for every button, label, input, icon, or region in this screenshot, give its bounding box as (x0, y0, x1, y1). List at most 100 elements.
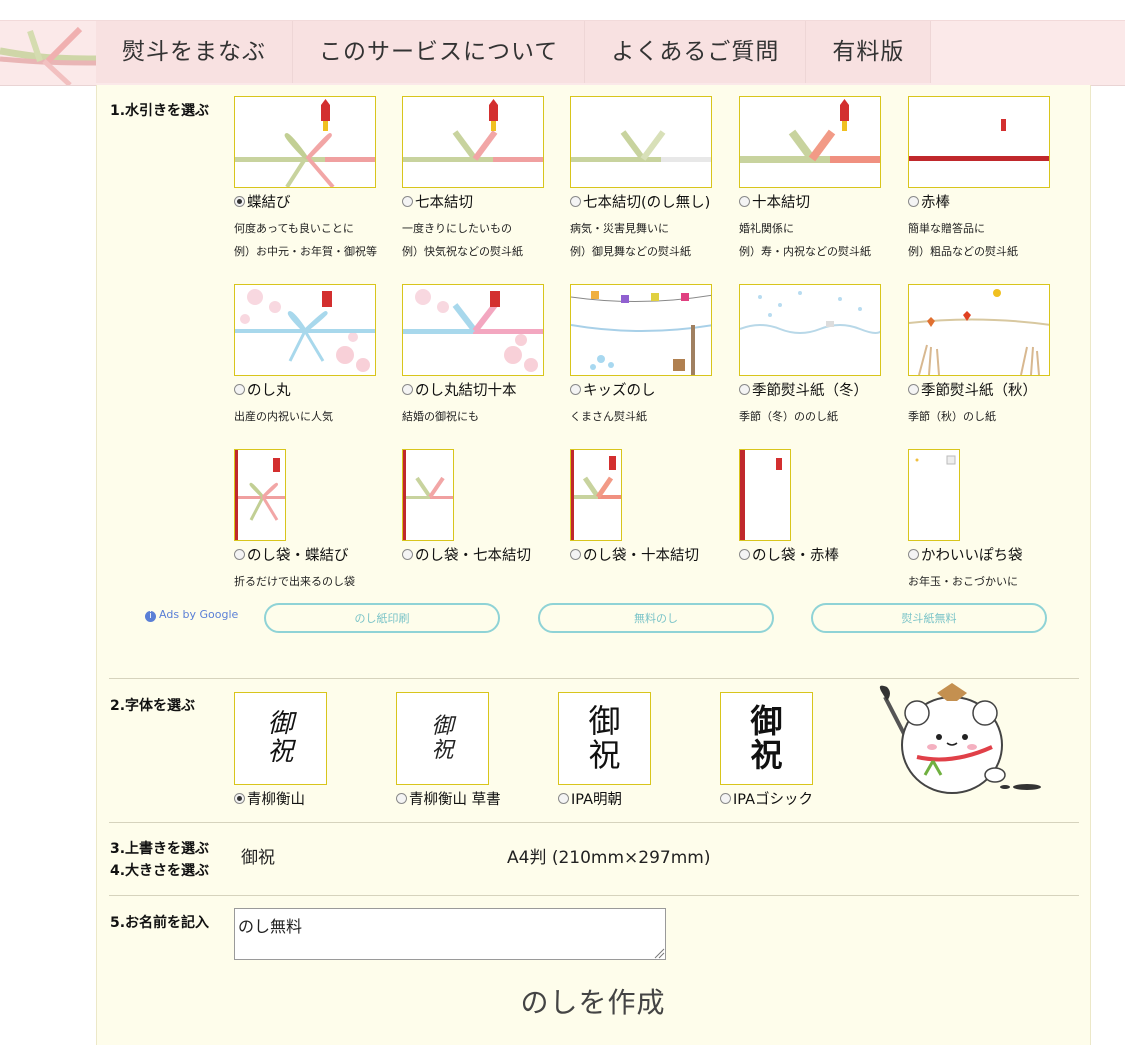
mizuhiki-radio-row[interactable]: 季節熨斗紙（冬） (739, 379, 868, 400)
mizuhiki-radio-row[interactable]: のし袋・蝶結び (234, 544, 349, 565)
mizuhiki-option-label: 七本結切(のし無し) (583, 195, 711, 211)
font-option-label: 青柳衡山 草書 (409, 792, 501, 808)
mizuhiki-thumbnail[interactable] (908, 284, 1050, 376)
font-option-label: IPA明朝 (571, 792, 623, 808)
mizuhiki-thumbnail[interactable] (739, 449, 791, 541)
radio-button[interactable] (908, 384, 919, 395)
font-thumbnail-aoyagi-sousho[interactable]: 御 祝 (396, 692, 489, 785)
mizuhiki-radio-row[interactable]: 季節熨斗紙（秋） (908, 379, 1037, 400)
mizuhiki-radio-row[interactable]: 赤棒 (908, 191, 950, 212)
mizuhiki-desc: 季節（冬）ののし紙 (739, 410, 838, 423)
mizuhiki-option-label: 蝶結び (247, 195, 291, 211)
font-radio-row[interactable]: 青柳衡山 (234, 788, 305, 809)
font-thumbnail-ipa-gothic[interactable]: 御 祝 (720, 692, 813, 785)
radio-button[interactable] (739, 549, 750, 560)
mizuhiki-option-label: キッズのし (583, 383, 656, 399)
ad-link-button[interactable]: のし紙印刷 (264, 603, 500, 633)
font-radio-row[interactable]: IPAゴシック (720, 788, 813, 809)
font-sample-bottom: 祝 (267, 736, 294, 767)
sheep-mascot-illustration (877, 683, 1057, 808)
mizuhiki-radio-row[interactable]: のし袋・七本結切 (402, 544, 531, 565)
nav-item-learn-noshi[interactable]: 熨斗をまなぶ (96, 21, 293, 83)
radio-button[interactable] (234, 793, 245, 804)
radio-button[interactable] (570, 384, 581, 395)
font-option-label: IPAゴシック (733, 792, 814, 808)
radio-button[interactable] (908, 196, 919, 207)
radio-button[interactable] (908, 549, 919, 560)
mizuhiki-thumbnail[interactable] (908, 96, 1050, 188)
radio-button[interactable] (396, 793, 407, 804)
mizuhiki-option-label: のし丸結切十本 (415, 383, 517, 399)
mizuhiki-desc: 病気・災害見舞いに (570, 222, 669, 235)
mizuhiki-radio-row[interactable]: のし袋・赤棒 (739, 544, 839, 565)
mizuhiki-radio-row[interactable]: 十本結切 (739, 191, 810, 212)
mizuhiki-option-label: 季節熨斗紙（秋） (921, 383, 1037, 399)
font-radio-row[interactable]: 青柳衡山 草書 (396, 788, 501, 809)
mizuhiki-radio-row[interactable]: かわいいぽち袋 (908, 544, 1023, 565)
mizuhiki-thumbnail[interactable] (908, 449, 960, 541)
mizuhiki-radio-row[interactable]: のし丸 (234, 379, 291, 400)
mizuhiki-radio-row[interactable]: キッズのし (570, 379, 656, 400)
name-input[interactable]: のし無料 (234, 908, 666, 960)
nav-item-about[interactable]: このサービスについて (293, 21, 586, 83)
mizuhiki-thumbnail[interactable] (739, 96, 881, 188)
radio-button[interactable] (570, 196, 581, 207)
ad-link-button[interactable]: 無料のし (538, 603, 774, 633)
radio-button[interactable] (402, 384, 413, 395)
mizuhiki-option-label: 季節熨斗紙（冬） (752, 383, 868, 399)
mizuhiki-thumbnail[interactable] (402, 284, 544, 376)
radio-button[interactable] (234, 384, 245, 395)
mizuhiki-option-label: かわいいぽち袋 (921, 548, 1023, 564)
create-noshi-button[interactable]: のしを作成 (520, 986, 666, 1019)
mizuhiki-radio-row[interactable]: 蝶結び (234, 191, 291, 212)
mizuhiki-thumbnail[interactable] (234, 96, 376, 188)
radio-button[interactable] (739, 196, 750, 207)
paper-size-value[interactable]: A4判 (210mm×297mm) (507, 848, 711, 868)
mizuhiki-thumbnail[interactable] (402, 449, 454, 541)
mizuhiki-desc: 婚礼関係に (739, 222, 794, 235)
mizuhiki-thumbnail[interactable] (234, 449, 286, 541)
mizuhiki-thumbnail[interactable] (739, 284, 881, 376)
main-panel: 1.水引きを選ぶ 蝶結び 何度あっても良いことに 例）お中元・お年賀・御祝等 (96, 85, 1091, 1045)
radio-button[interactable] (720, 793, 731, 804)
font-sample-top: 御 (267, 709, 294, 740)
ad-link-button[interactable]: 熨斗紙無料 (811, 603, 1047, 633)
radio-button[interactable] (558, 793, 569, 804)
mizuhiki-option-label: 十本結切 (752, 195, 810, 211)
mizuhiki-radio-row[interactable]: のし丸結切十本 (402, 379, 517, 400)
mizuhiki-thumbnail[interactable] (402, 96, 544, 188)
section-divider (109, 895, 1079, 896)
section-divider (109, 678, 1079, 679)
mizuhiki-thumbnail[interactable] (570, 284, 712, 376)
mizuhiki-radio-row[interactable]: のし袋・十本結切 (570, 544, 699, 565)
mizuhiki-desc: くまさん熨斗紙 (570, 410, 647, 423)
mizuhiki-thumbnail[interactable] (570, 449, 622, 541)
mizuhiki-radio-row[interactable]: 七本結切 (402, 191, 473, 212)
radio-button[interactable] (402, 549, 413, 560)
section-name-label: 5.お名前を記入 (110, 915, 210, 931)
mizuhiki-radio-row[interactable]: 七本結切(のし無し) (570, 191, 710, 212)
font-radio-row[interactable]: IPA明朝 (558, 788, 622, 809)
font-thumbnail-aoyagi[interactable]: 御 祝 (234, 692, 327, 785)
uwagaki-value[interactable]: 御祝 (241, 848, 275, 868)
mizuhiki-thumbnail[interactable] (570, 96, 712, 188)
mizuhiki-desc: 一度きりにしたいもの (402, 222, 512, 235)
nav-item-paid[interactable]: 有料版 (806, 21, 932, 83)
radio-button[interactable] (739, 384, 750, 395)
mizuhiki-thumbnail[interactable] (234, 284, 376, 376)
radio-button[interactable] (234, 196, 245, 207)
mizuhiki-desc: 簡単な贈答品に (908, 222, 985, 235)
font-sample-top: 御 (750, 701, 783, 740)
nav-item-faq[interactable]: よくあるご質問 (585, 21, 807, 83)
font-thumbnail-ipa-mincho[interactable]: 御 祝 (558, 692, 651, 785)
mizuhiki-desc: 何度あっても良いことに (234, 222, 354, 235)
radio-button[interactable] (570, 549, 581, 560)
radio-button[interactable] (402, 196, 413, 207)
site-logo[interactable] (0, 21, 97, 87)
section-mizuhiki-label: 1.水引きを選ぶ (110, 103, 210, 119)
radio-button[interactable] (234, 549, 245, 560)
section-font-label: 2.字体を選ぶ (110, 698, 196, 714)
mizuhiki-option-label: のし袋・十本結切 (583, 548, 699, 564)
resize-grip-icon[interactable] (653, 947, 665, 959)
